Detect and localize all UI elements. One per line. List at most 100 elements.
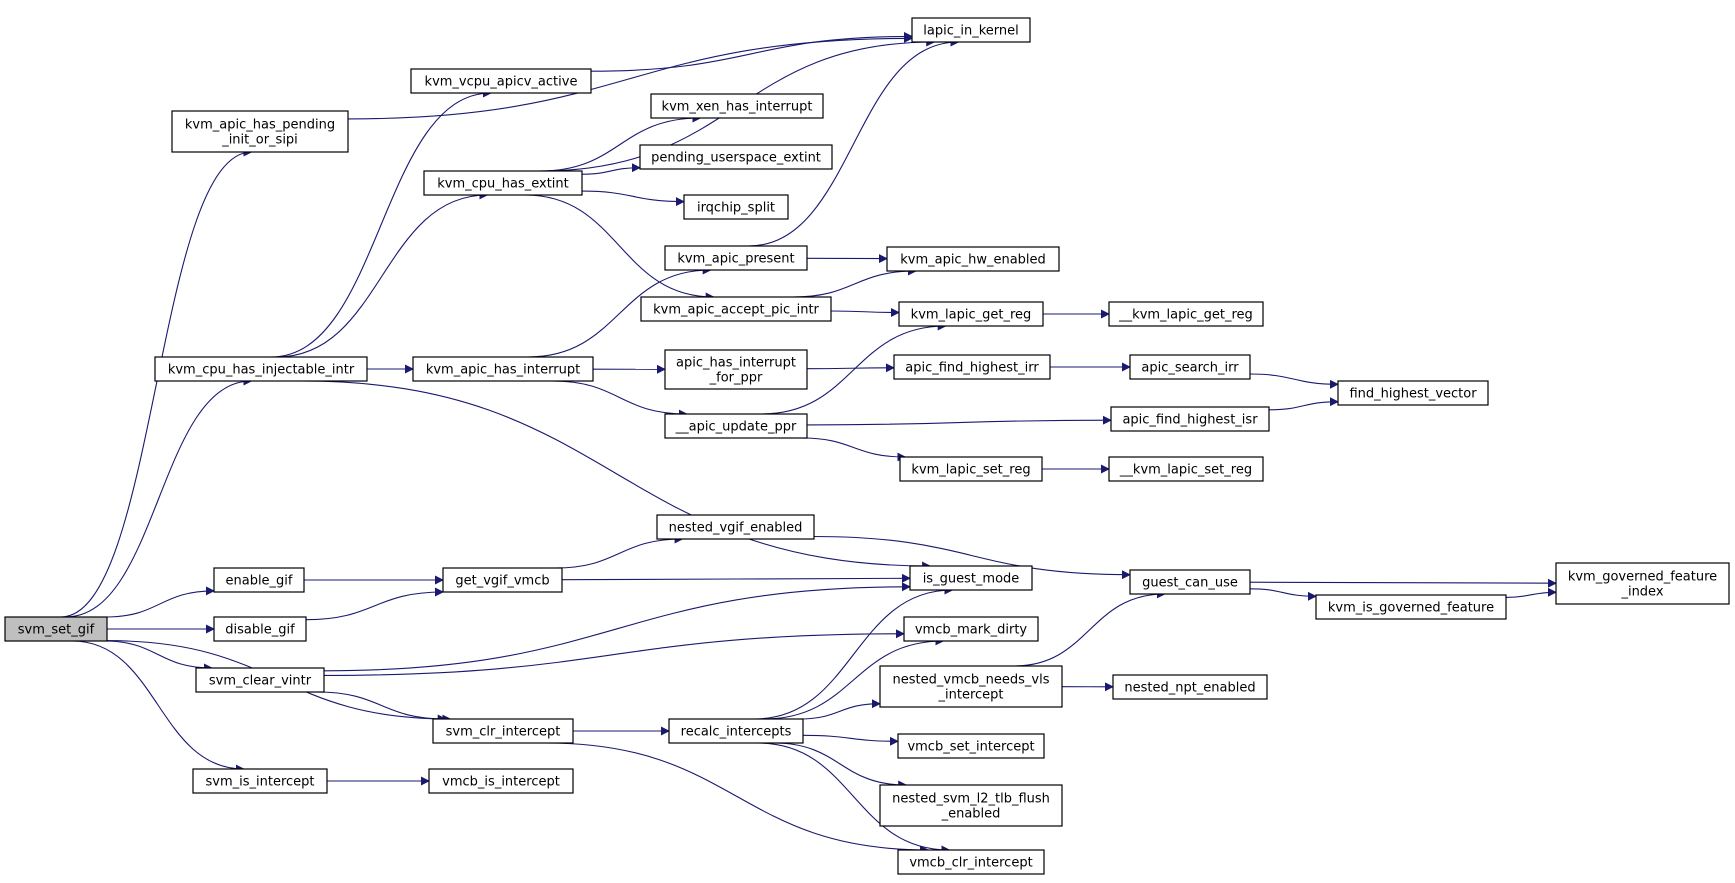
node-label: apic_has_interrupt (676, 356, 796, 371)
node-label: pending_userspace_extint (651, 151, 821, 166)
node-get_vgif_vmcb[interactable]: get_vgif_vmcb (442, 567, 563, 593)
node-recalc_intercepts[interactable]: recalc_intercepts (668, 718, 804, 744)
node-label: nested_vgif_enabled (669, 521, 803, 536)
edge-apic_search_irr-to-find_highest_vector (1249, 373, 1339, 389)
node-label: _enabled (941, 807, 1001, 822)
node-box (879, 665, 1063, 708)
edge-kvm_cpu_has_injectable_intr-to-is_guest_mode (301, 380, 932, 571)
node-box (4, 616, 108, 642)
node-label: kvm_apic_has_pending (185, 118, 335, 133)
node-label: nested_npt_enabled (1124, 681, 1255, 696)
node-label: svm_clr_intercept (446, 725, 561, 740)
node-label: _init_or_sipi (221, 133, 298, 148)
node-box (893, 354, 1051, 380)
node-lapic_in_kernel[interactable]: lapic_in_kernel (911, 17, 1031, 43)
node-find_highest_vector[interactable]: find_highest_vector (1337, 380, 1489, 406)
node-svm_set_gif[interactable]: svm_set_gif (4, 616, 108, 642)
node-label: kvm_vcpu_apicv_active (425, 75, 578, 90)
node-label: nested_vmcb_needs_vls (893, 673, 1050, 688)
edge-kvm_cpu_has_injectable_intr-to-kvm_vcpu_apicv_active (270, 88, 492, 358)
node-kvm_apic_accept_pic_intr[interactable]: kvm_apic_accept_pic_intr (640, 296, 832, 322)
node-kvm_xen_has_interrupt[interactable]: kvm_xen_has_interrupt (650, 93, 824, 119)
node-__apic_update_ppr[interactable]: __apic_update_ppr (664, 413, 808, 439)
node-__kvm_lapic_set_reg[interactable]: __kvm_lapic_set_reg (1108, 456, 1264, 482)
node-kvm_governed_feature_index[interactable]: kvm_governed_feature_index (1555, 562, 1730, 605)
node-svm_clr_intercept[interactable]: svm_clr_intercept (432, 718, 574, 744)
edge-svm_clear_vintr-to-is_guest_mode (323, 582, 911, 672)
node-nested_svm_l2_tlb_flush_enabled[interactable]: nested_svm_l2_tlb_flush_enabled (879, 784, 1063, 827)
node-box (879, 784, 1063, 827)
node-pending_userspace_extint[interactable]: pending_userspace_extint (639, 144, 833, 170)
node-is_guest_mode[interactable]: is_guest_mode (909, 565, 1033, 591)
edge-kvm_cpu_has_injectable_intr-to-kvm_cpu_has_extint (276, 190, 489, 358)
node-box (1555, 562, 1730, 605)
node-kvm_apic_present[interactable]: kvm_apic_present (664, 245, 808, 271)
node-nested_vgif_enabled[interactable]: nested_vgif_enabled (656, 514, 815, 540)
node-kvm_lapic_get_reg[interactable]: kvm_lapic_get_reg (898, 301, 1044, 327)
edge-svm_set_gif-to-enable_gif (105, 586, 215, 618)
edge-nested_vmcb_needs_vls_intercept-to-guest_can_use (1013, 589, 1166, 667)
node-box (423, 170, 583, 196)
node-nested_vmcb_needs_vls_intercept[interactable]: nested_vmcb_needs_vls_intercept (879, 665, 1063, 708)
node-kvm_cpu_has_injectable_intr[interactable]: kvm_cpu_has_injectable_intr (154, 356, 368, 382)
node-box (664, 413, 808, 439)
node-box (1108, 456, 1264, 482)
node-box (432, 718, 574, 744)
edge-kvm_apic_present-to-lapic_in_kernel (748, 37, 960, 247)
edge-kvm_vcpu_apicv_active-to-lapic_in_kernel (590, 31, 913, 72)
node-kvm_is_governed_feature[interactable]: kvm_is_governed_feature (1315, 594, 1507, 620)
node-kvm_cpu_has_extint[interactable]: kvm_cpu_has_extint (423, 170, 583, 196)
node-label: recalc_intercepts (681, 725, 792, 740)
node-box (899, 456, 1043, 482)
node-kvm_vcpu_apicv_active[interactable]: kvm_vcpu_apicv_active (410, 68, 592, 94)
node-box (1337, 380, 1489, 406)
node-irqchip_split[interactable]: irqchip_split (683, 194, 789, 220)
node-svm_clear_vintr[interactable]: svm_clear_vintr (195, 667, 325, 693)
edge-svm_set_gif-to-kvm_apic_has_pending_init_or_sipi (60, 147, 253, 618)
node-nested_npt_enabled[interactable]: nested_npt_enabled (1112, 674, 1268, 700)
node-apic_find_highest_irr[interactable]: apic_find_highest_irr (893, 354, 1051, 380)
node-box (886, 246, 1060, 272)
node-apic_has_interrupt_for_ppr[interactable]: apic_has_interrupt_for_ppr (664, 349, 808, 390)
edge-kvm_cpu_has_extint-to-kvm_apic_accept_pic_intr (525, 194, 715, 302)
node-label: __kvm_lapic_set_reg (1119, 463, 1252, 478)
edge-svm_clear_vintr-to-svm_clr_intercept (317, 691, 447, 724)
node-kvm_apic_has_interrupt[interactable]: kvm_apic_has_interrupt (412, 356, 594, 382)
node-box (639, 144, 833, 170)
node-label: enable_gif (225, 574, 292, 589)
node-label: _for_ppr (709, 371, 763, 386)
node-apic_search_irr[interactable]: apic_search_irr (1129, 354, 1251, 380)
node-label: kvm_lapic_set_reg (911, 463, 1030, 478)
node-vmcb_mark_dirty[interactable]: vmcb_mark_dirty (903, 616, 1039, 642)
node-box (171, 110, 349, 153)
node-label: nested_svm_l2_tlb_flush (892, 792, 1050, 807)
node-apic_find_highest_isr[interactable]: apic_find_highest_isr (1110, 406, 1270, 432)
node-box (656, 514, 815, 540)
node-guest_can_use[interactable]: guest_can_use (1129, 569, 1251, 595)
node-box (1315, 594, 1507, 620)
node-label: kvm_lapic_get_reg (911, 308, 1032, 323)
node-svm_is_intercept[interactable]: svm_is_intercept (192, 768, 328, 794)
node-__kvm_lapic_get_reg[interactable]: __kvm_lapic_get_reg (1108, 301, 1264, 327)
edge-guest_can_use-to-kvm_is_governed_feature (1249, 588, 1317, 601)
edge-apic_has_interrupt_for_ppr-to-apic_find_highest_irr (806, 363, 895, 373)
node-vmcb_set_intercept[interactable]: vmcb_set_intercept (897, 733, 1045, 759)
node-kvm_lapic_set_reg[interactable]: kvm_lapic_set_reg (899, 456, 1043, 482)
node-box (897, 849, 1045, 875)
node-box (664, 245, 808, 271)
node-disable_gif[interactable]: disable_gif (213, 616, 307, 642)
node-vmcb_is_intercept[interactable]: vmcb_is_intercept (428, 768, 574, 794)
node-label: lapic_in_kernel (923, 24, 1018, 39)
edge-recalc_intercepts-to-nested_svm_l2_tlb_flush_enabled (773, 742, 908, 790)
edge-nested_vgif_enabled-to-guest_can_use (813, 535, 1131, 580)
node-kvm_apic_hw_enabled[interactable]: kvm_apic_hw_enabled (886, 246, 1060, 272)
edge-svm_set_gif-to-svm_is_intercept (72, 640, 245, 774)
node-kvm_apic_has_pending_init_or_sipi[interactable]: kvm_apic_has_pending_init_or_sipi (171, 110, 349, 153)
node-label: vmcb_set_intercept (907, 740, 1034, 755)
node-label: apic_find_highest_isr (1122, 413, 1258, 428)
node-vmcb_clr_intercept[interactable]: vmcb_clr_intercept (897, 849, 1045, 875)
node-label: kvm_governed_feature (1568, 570, 1717, 585)
node-box (664, 349, 808, 390)
node-box (1108, 301, 1264, 327)
node-enable_gif[interactable]: enable_gif (213, 567, 305, 593)
